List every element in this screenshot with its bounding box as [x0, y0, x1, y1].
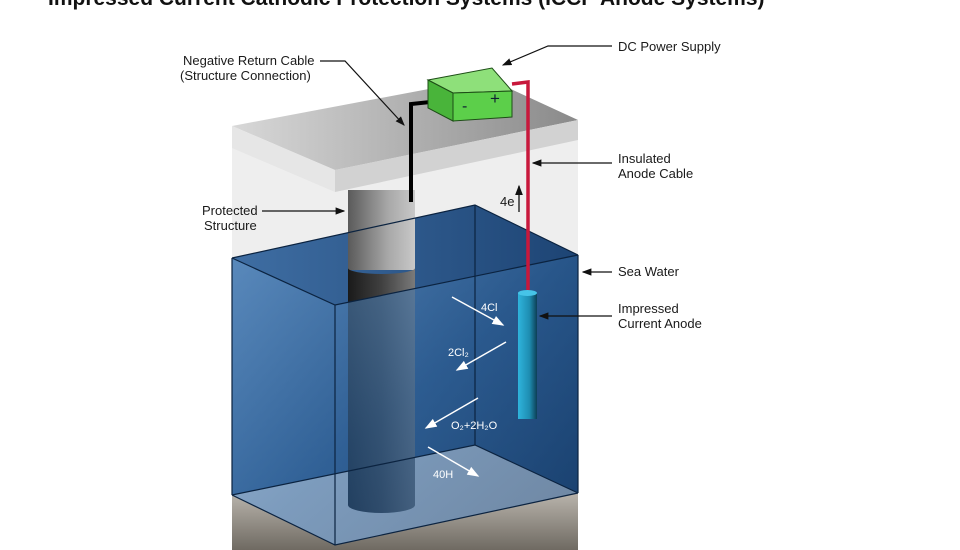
- chloride-label: 4Cl: [481, 302, 498, 314]
- insulated-anode-cable: [511, 80, 530, 292]
- electrons-label: 4e: [500, 194, 514, 209]
- chloride-arrow: [451, 296, 505, 326]
- oxygen-arrow: [424, 397, 479, 429]
- page-title: Impressed Current Cathodic Protection Sy…: [48, 0, 765, 10]
- callout-leaders: [262, 45, 612, 320]
- impressed-current-anode-label-1: Impressed: [618, 301, 679, 316]
- hydroxide-arrow: [427, 446, 480, 477]
- water-box-edges: [231, 204, 579, 546]
- negative-return-cable-label: Negative Return Cable: [183, 53, 315, 68]
- protected-structure-label-1: Protected: [202, 203, 258, 218]
- impressed-current-anode: [518, 290, 537, 419]
- sea-water-box: [232, 255, 578, 545]
- chlorine-label: 2Cl₂: [448, 347, 469, 359]
- protected-structure-label-2: Structure: [204, 218, 257, 233]
- sea-water-label: Sea Water: [618, 264, 680, 279]
- insulated-anode-cable-label-1: Insulated: [618, 151, 671, 166]
- dc-power-supply: - +: [426, 67, 514, 122]
- seabed: [232, 493, 578, 550]
- dc-power-supply-label: DC Power Supply: [618, 39, 721, 54]
- structure-connection-label: (Structure Connection): [180, 68, 311, 83]
- hydroxide-label: 40H: [433, 469, 453, 481]
- oxygen-water-label: O₂+2H₂O: [451, 420, 498, 432]
- plus-terminal: +: [490, 89, 500, 108]
- chlorine-arrow: [455, 341, 507, 371]
- minus-terminal: -: [462, 98, 467, 115]
- insulated-anode-cable-label-2: Anode Cable: [618, 166, 693, 181]
- impressed-current-anode-label-2: Current Anode: [618, 316, 702, 331]
